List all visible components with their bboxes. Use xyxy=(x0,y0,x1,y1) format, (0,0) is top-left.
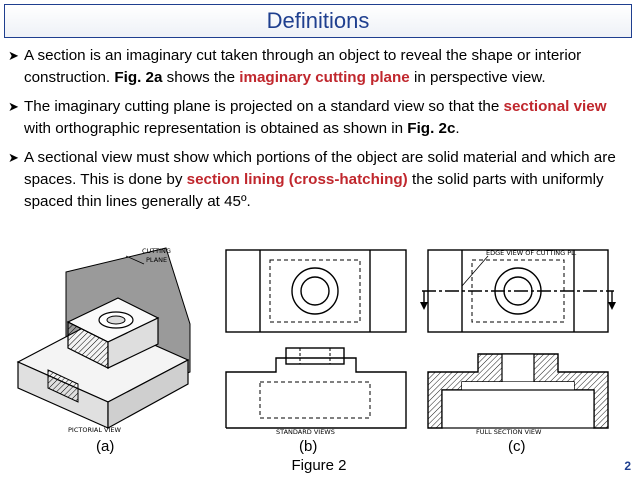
arrow-bullet-icon: ➤ xyxy=(8,48,19,63)
bullet-text: . xyxy=(455,120,460,137)
standard-views-label: STANDARD VIEWS xyxy=(276,428,335,436)
section-view-label: FULL SECTION VIEW xyxy=(476,428,542,436)
bullet-text: shows the xyxy=(162,69,240,86)
edge-view-label: EDGE VIEW OF CUTTING PL. xyxy=(486,249,577,257)
arrow-bullet-icon: ➤ xyxy=(8,99,19,114)
figure-a-pictorial: CUTTING PLANE PICTORIAL VIEW xyxy=(8,242,208,436)
slide-title: Definitions xyxy=(266,8,370,33)
bullet-item: ➤ A sectional view must show which porti… xyxy=(8,147,630,213)
pictorial-view-drawing: CUTTING PLANE PICTORIAL VIEW xyxy=(16,247,191,434)
cutting-plane-label: CUTTING xyxy=(142,247,171,255)
bullet-text: in perspective view. xyxy=(409,69,546,86)
bullet-item: ➤ A section is an imaginary cut taken th… xyxy=(8,45,630,89)
caption-b: (b) xyxy=(299,438,318,455)
bullet-bold: Fig. 2a xyxy=(114,69,163,86)
page-number: 2 xyxy=(624,459,631,473)
cutting-plane-label-2: PLANE xyxy=(146,256,167,264)
bullet-highlight: sectional view xyxy=(503,98,607,115)
pictorial-view-label: PICTORIAL VIEW xyxy=(68,426,121,434)
bullet-text: the solid parts with uniformly spaced th… xyxy=(24,171,604,210)
bullet-text: A section is an imaginary cut taken thro… xyxy=(24,47,582,86)
full-section-drawing: EDGE VIEW OF CUTTING PL. FULL SECTION VI… xyxy=(420,249,616,436)
bullet-text: The imaginary cutting plane is projected… xyxy=(24,98,504,115)
bullet-text: with orthographic representation is obta… xyxy=(24,120,408,137)
caption-c: (c) xyxy=(508,438,526,455)
figure-b-standard: STANDARD VIEWS xyxy=(218,242,414,436)
arrow-bullet-icon: ➤ xyxy=(8,150,19,165)
bullet-item: ➤ The imaginary cutting plane is project… xyxy=(8,96,630,140)
bullet-highlight: section lining (cross-hatching) xyxy=(186,171,408,188)
figure-title: Figure 2 xyxy=(291,457,347,474)
caption-a: (a) xyxy=(96,438,115,455)
figure-c-section: EDGE VIEW OF CUTTING PL. FULL SECTION VI… xyxy=(418,242,618,436)
standard-views-drawing: STANDARD VIEWS xyxy=(225,249,407,436)
bullet-highlight: imaginary cutting plane xyxy=(239,69,410,86)
bullet-text: A sectional view must show which portion… xyxy=(24,149,616,188)
bullet-bold: Fig. 2c xyxy=(407,120,456,137)
title-bar: Definitions xyxy=(4,4,632,38)
bullet-list: ➤ A section is an imaginary cut taken th… xyxy=(8,45,630,220)
